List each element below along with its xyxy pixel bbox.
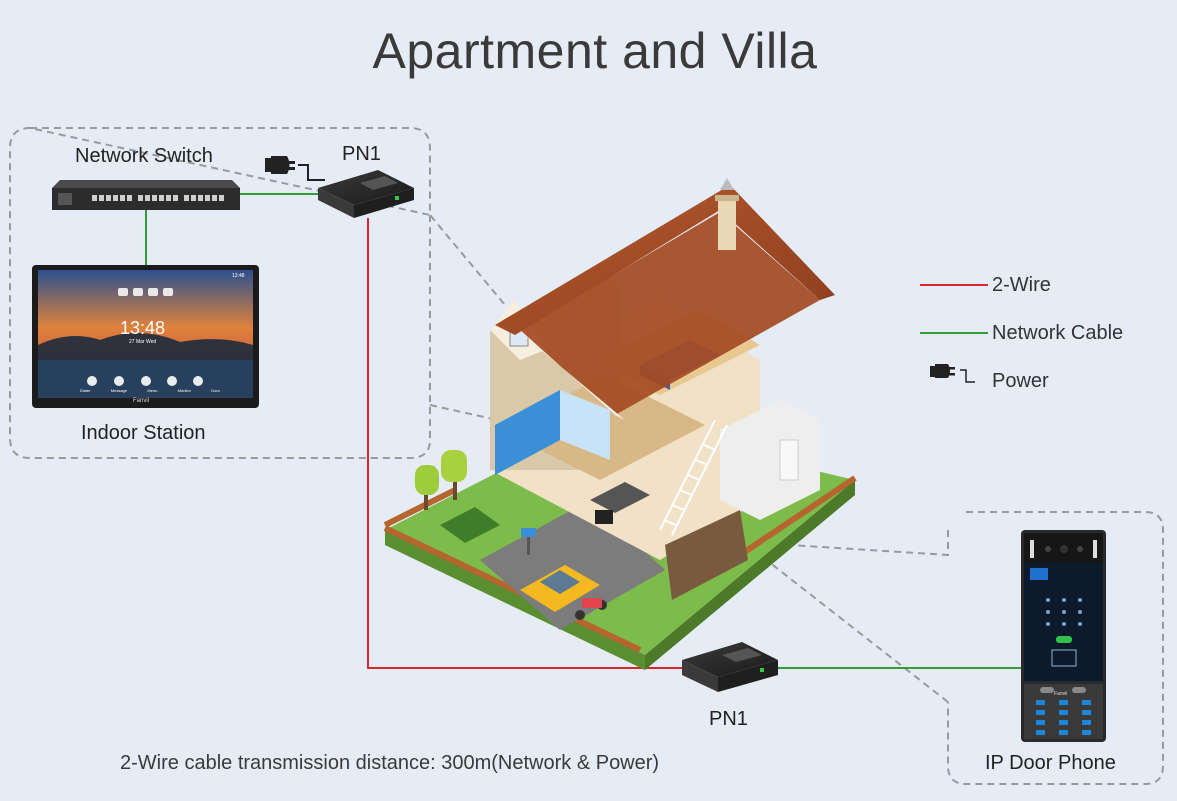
page-title: Apartment and Villa [372, 23, 818, 79]
transmission-distance-note: 2-Wire cable transmission distance: 300m… [120, 752, 660, 774]
network-cable-lines [145, 193, 1022, 669]
dashed-group-right [759, 511, 1164, 785]
indoor-screen-date: 27 Mar Wed [129, 339, 157, 345]
two-wire-lines [367, 218, 682, 669]
pn1-top-device [318, 170, 414, 218]
legend-swatches [920, 284, 988, 383]
pn1-top-label: PN1 [342, 143, 381, 165]
legend-network-cable-label: Network Cable [992, 322, 1124, 344]
app-label-door: Door [211, 388, 220, 393]
pn1-bottom-device [682, 642, 778, 692]
network-switch-label: Network Switch [75, 145, 213, 167]
legend-power-label: Power [992, 370, 1049, 392]
pn1-bottom-label: PN1 [709, 708, 748, 730]
indoor-station-label: Indoor Station [81, 422, 206, 444]
network-switch-device [52, 180, 240, 210]
legend-power-plug-icon [930, 364, 975, 383]
power-plug-icon [265, 156, 325, 181]
door-phone-brand: Fanvil [1054, 691, 1068, 697]
app-label-dialer: Dialer [80, 388, 91, 393]
indoor-station-device [32, 265, 259, 408]
app-label-monitor: Monitor [177, 388, 191, 393]
app-label-message: Message [110, 388, 127, 393]
indoor-screen-clock: 13:48 [232, 273, 245, 279]
app-label-menu: Menu [147, 388, 158, 393]
indoor-app-labels: Dialer Message Menu Monitor Door [80, 388, 220, 393]
indoor-brand: Fanvil [133, 398, 150, 404]
ip-door-phone-device [1021, 530, 1106, 742]
ip-door-phone-label: IP Door Phone [985, 752, 1116, 774]
indoor-screen-time: 13:48 [120, 318, 166, 338]
house-illustration [383, 178, 857, 670]
legend-two-wire-label: 2-Wire [992, 274, 1051, 296]
